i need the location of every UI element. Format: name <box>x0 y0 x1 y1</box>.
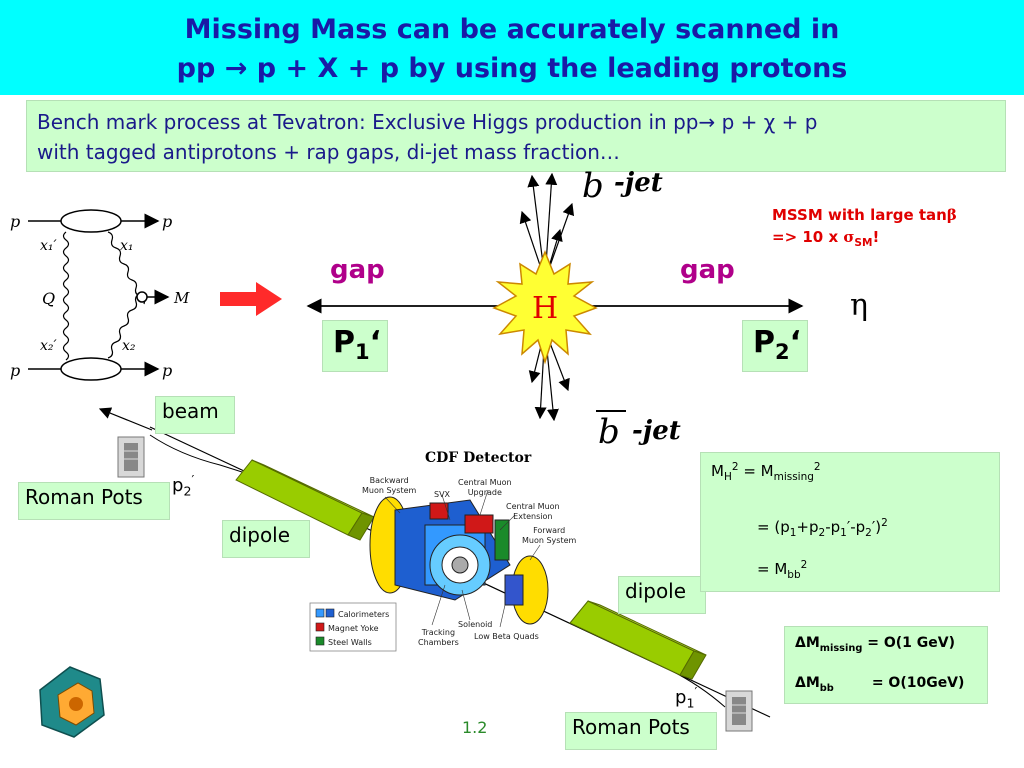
vertex-M <box>136 291 148 303</box>
resolution-box: ΔMmissing = O(1 GeV) ΔMbb= O(10GeV) <box>784 626 988 704</box>
jet-bottom-label: -jet <box>632 416 681 446</box>
higgs-star-icon <box>492 250 598 365</box>
cdf-detector-icon <box>309 489 549 652</box>
P2-box: P2‘ <box>742 320 808 372</box>
blob-top <box>60 209 122 233</box>
feynman-diagram: p p p p x₁′ x₁ x₂′ x₂ Q M <box>10 209 190 381</box>
cdf-title: CDF Detector <box>425 450 532 466</box>
p1-prime-label: p1′ <box>675 684 698 711</box>
p-bottom-right: p <box>162 361 172 380</box>
title-line-2: pp → p + X + p by using the leading prot… <box>176 53 848 84</box>
title-line-1: Missing Mass can be accurately scanned i… <box>184 14 840 45</box>
p2-prime-label: p2′ <box>172 472 195 499</box>
b-quark-bottom: b <box>598 412 620 452</box>
roman-pots-left-label: Roman Pots <box>18 482 170 520</box>
cdf-legend-magnet-yoke: Magnet Yoke <box>328 624 379 633</box>
roman-pot-right-icon <box>725 690 753 732</box>
eq-line-3: = Mbb2 <box>757 559 808 581</box>
cdf-low-beta: Low Beta Quads <box>474 632 539 641</box>
jet-top-label: -jet <box>614 168 663 198</box>
p-bottom-left: p <box>10 361 20 380</box>
roman-pots-right-label: Roman Pots <box>565 712 717 750</box>
beamline-diagram <box>39 407 771 738</box>
delta-missing: ΔMmissing = O(1 GeV) <box>795 635 955 654</box>
p-top-right: p <box>162 212 172 231</box>
label-x1p: x₁′ <box>40 238 58 254</box>
mssm-note: MSSM with large tanβ => 10 x σSM! <box>772 206 957 249</box>
label-x2p: x₂′ <box>40 338 58 354</box>
blob-bottom <box>60 357 122 381</box>
red-arrow-icon <box>220 282 282 316</box>
cdf-legend-calorimeters: Calorimeters <box>338 610 390 619</box>
gap-diagram: H <box>306 172 804 422</box>
benchmark-line-1: Bench mark process at Tevatron: Exclusiv… <box>37 110 818 134</box>
eta-label: η <box>850 288 868 323</box>
eq-line-2: = (p1+p2-p1′-p2′)2 <box>757 517 888 539</box>
cdf-svx: SVX <box>434 490 451 499</box>
mass-equation-box: MH2 = Mmissing2 = (p1+p2-p1′-p2′)2 = Mbb… <box>700 452 1000 592</box>
beam-arrow <box>98 407 153 431</box>
page-number: 1.2 <box>462 718 488 737</box>
gluon-right-bottom <box>107 293 141 359</box>
beam-label: beam <box>155 396 235 434</box>
p-top-left: p <box>10 212 20 231</box>
gluon-left <box>62 231 70 361</box>
benchmark-box: Bench mark process at Tevatron: Exclusiv… <box>26 100 1006 172</box>
b-quark-top: b <box>582 166 604 206</box>
gap-right: gap <box>680 255 735 285</box>
bbar-overline <box>596 410 626 412</box>
dipole-right-label: dipole <box>618 576 706 614</box>
delta-bb: ΔMbb= O(10GeV) <box>795 675 965 694</box>
gluon-right-top <box>107 231 146 305</box>
higgs-label: H <box>532 291 558 326</box>
gap-left: gap <box>330 255 385 285</box>
detector-logo-icon <box>39 666 105 738</box>
eq-line-1: MH2 = Mmissing2 <box>711 461 821 483</box>
label-Q: Q <box>42 289 55 308</box>
P1-box: P1‘ <box>322 320 388 372</box>
cdf-legend-steel-walls: Steel Walls <box>328 638 372 647</box>
title-bar: Missing Mass can be accurately scanned i… <box>0 0 1024 95</box>
label-x1: x₁ <box>120 238 134 254</box>
cdf-solenoid: Solenoid <box>458 620 493 629</box>
label-x2: x₂ <box>122 338 136 354</box>
label-M: M <box>173 289 190 307</box>
dipole-left-label: dipole <box>222 520 310 558</box>
benchmark-line-2: with tagged antiprotons + rap gaps, di-j… <box>37 140 620 164</box>
roman-pot-left-icon <box>117 436 145 478</box>
dipole-right-icon <box>569 600 707 680</box>
